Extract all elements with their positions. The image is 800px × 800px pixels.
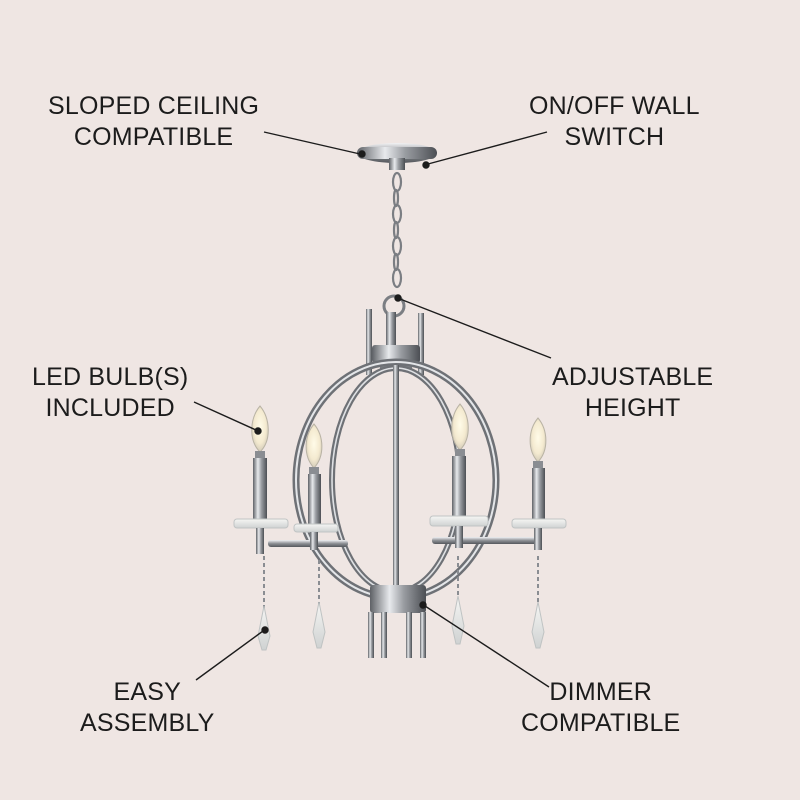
label-line: ON/OFF WALL (529, 92, 700, 120)
label-dimmer-compatible: DIMMER COMPATIBLE (521, 677, 680, 739)
label-line: EASY (113, 678, 182, 706)
label-on-off-wall-switch: ON/OFF WALL SWITCH (529, 91, 700, 153)
candle-left (233, 405, 289, 651)
ceiling-canopy (357, 143, 437, 170)
candle-right (511, 417, 567, 649)
label-line: ASSEMBLY (80, 709, 215, 737)
label-easy-assembly: EASY ASSEMBLY (80, 677, 215, 739)
label-line: HEIGHT (584, 394, 681, 422)
bottom-hub (368, 585, 426, 658)
candle-inner-right (429, 403, 489, 645)
label-led-bulbs-included: LED BULB(S) INCLUDED (32, 362, 188, 424)
label-line: SLOPED CEILING (48, 92, 260, 120)
label-line: COMPATIBLE (73, 123, 234, 151)
label-line: INCLUDED (45, 394, 175, 422)
label-line: SWITCH (564, 123, 665, 151)
label-sloped-ceiling-compatible: SLOPED CEILING COMPATIBLE (48, 91, 259, 153)
adjustable-chain (382, 171, 406, 318)
label-adjustable-height: ADJUSTABLE HEIGHT (552, 362, 713, 424)
callout-leader-lines (193, 131, 552, 688)
label-line: LED BULB(S) (32, 363, 189, 391)
label-line: DIMMER (549, 678, 653, 706)
candle-inner-left (293, 423, 339, 649)
label-line: COMPATIBLE (521, 709, 681, 737)
label-line: ADJUSTABLE (552, 363, 714, 391)
